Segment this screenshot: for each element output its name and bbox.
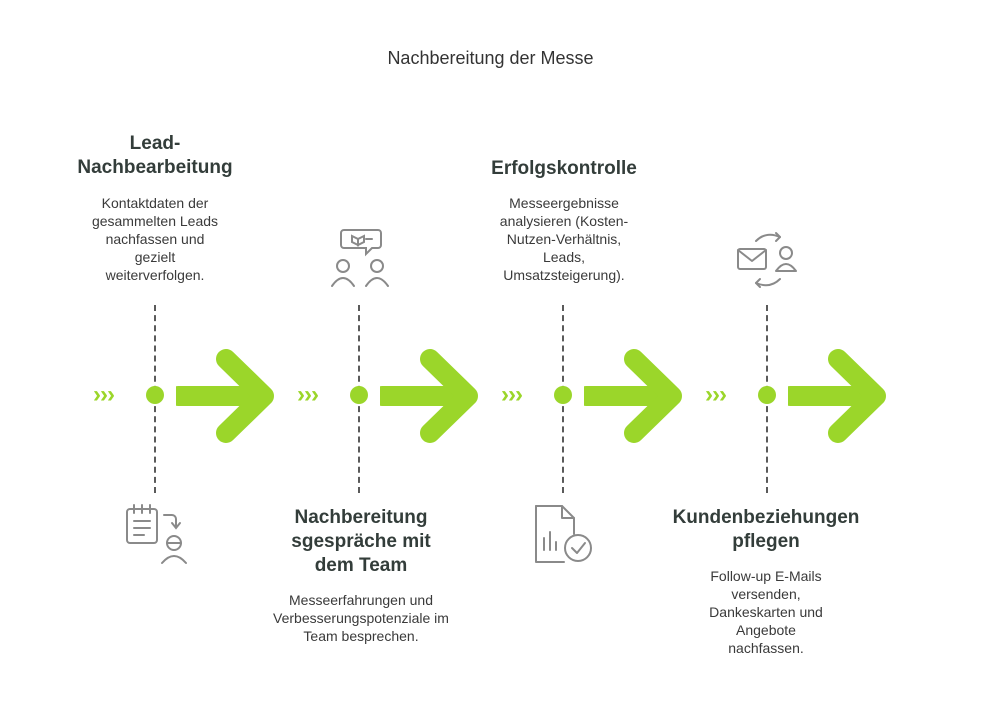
step-4-dot (758, 386, 776, 404)
step-3-dot (554, 386, 572, 404)
clipboard-person-icon (126, 504, 187, 564)
diagram-title: Nachbereitung der Messe (387, 48, 594, 68)
step-2-description: Messeerfahrungen und Verbesserungspotenz… (273, 592, 449, 644)
step-3-chevrons: ››› (501, 381, 523, 408)
step-3-title: Erfolgskontrolle (491, 158, 637, 179)
step-4-chevrons: ››› (705, 381, 727, 408)
team-discussion-icon (331, 229, 389, 287)
mail-contact-sync-icon (737, 232, 797, 288)
report-check-icon (535, 505, 592, 563)
step-3-description: Messeergebnisse analysieren (Kosten-Nutz… (499, 195, 629, 283)
step-1-arrow (176, 349, 274, 443)
step-4-description: Follow-up E-Mails versenden, Dankeskarte… (709, 568, 823, 656)
step-2-dot (350, 386, 368, 404)
step-1-chevrons: ››› (93, 381, 115, 408)
step-1-title: Lead- Nachbearbeitung (77, 133, 233, 178)
step-2-title: Nachbereitung sgespräche mit dem Team (291, 507, 431, 576)
step-2-arrow (380, 349, 478, 443)
step-1-dot (146, 386, 164, 404)
step-3-arrow (584, 349, 682, 443)
step-4-arrow (788, 349, 886, 443)
step-1-description: Kontaktdaten der gesammelten Leads nachf… (91, 195, 219, 283)
step-4-title: Kundenbeziehungen pflegen (672, 507, 860, 552)
step-2-chevrons: ››› (297, 381, 319, 408)
